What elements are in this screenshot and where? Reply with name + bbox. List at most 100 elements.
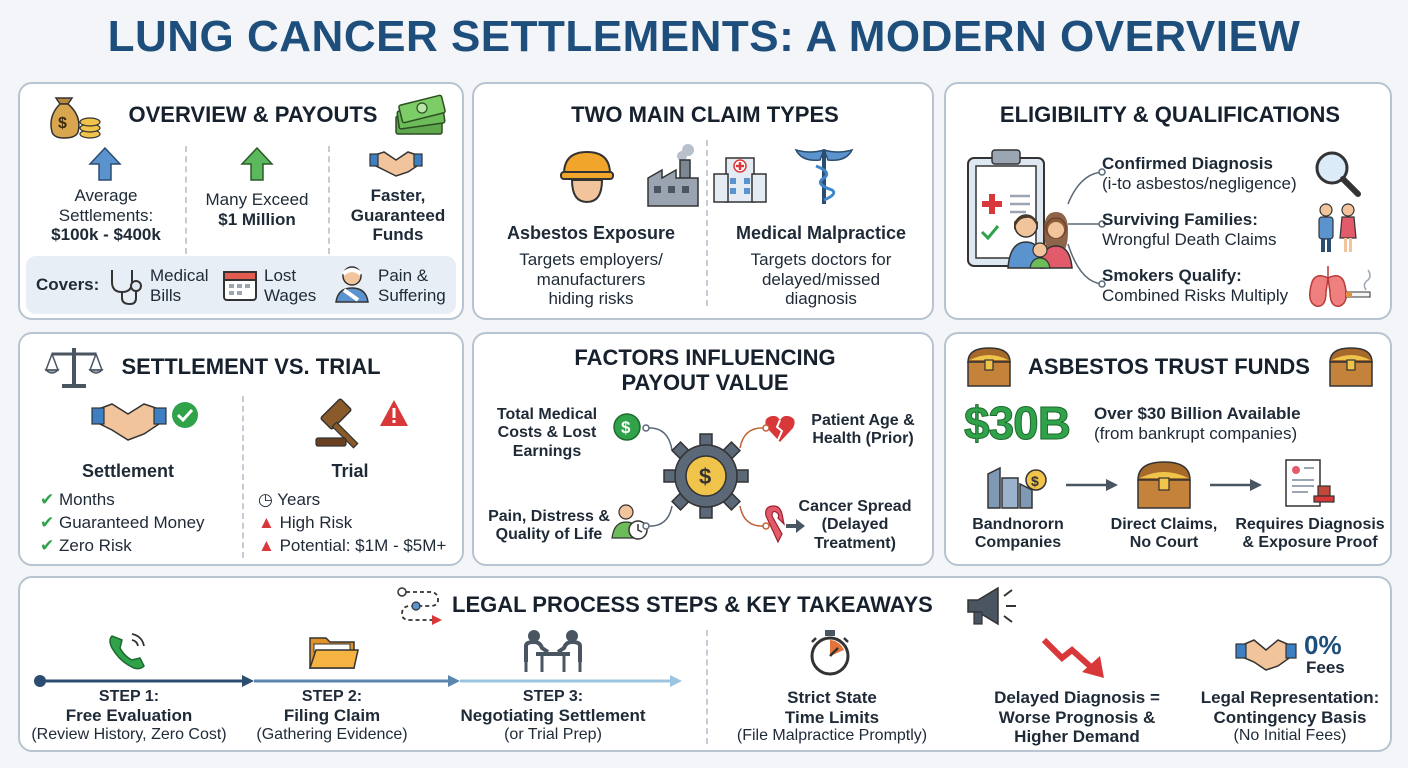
overview-title: OVERVIEW & PAYOUTS <box>128 102 378 127</box>
treasure-chest-icon <box>1134 458 1194 515</box>
svg-text:$: $ <box>1031 473 1039 489</box>
svg-text:$: $ <box>58 115 67 132</box>
settlement-heading: Settlement <box>81 461 175 481</box>
fees-percent: 0% <box>1304 630 1342 660</box>
calendar-icon <box>222 266 258 307</box>
lungs-cigarette-icon <box>1306 262 1372 315</box>
trust-title: ASBESTOS TRUST FUNDS <box>1028 354 1310 379</box>
process-panel: LEGAL PROCESS STEPS & KEY TAKEAWAYS <box>18 576 1392 752</box>
warning-icon <box>378 398 410 433</box>
broken-heart-icon <box>764 414 796 449</box>
workflow-icon <box>396 584 444 633</box>
megaphone-icon <box>964 584 1020 633</box>
factors-panel: FACTORS INFLUENCING PAYOUT VALUE Total M… <box>472 332 934 566</box>
claims-panel: TWO MAIN CLAIM TYPES <box>472 82 934 320</box>
clock-icon: ◷ <box>258 490 273 509</box>
check-circle-icon <box>170 400 200 435</box>
takeaway-delayed-diagnosis: Delayed Diagnosis = Worse Prognosis & Hi… <box>994 688 1160 747</box>
takeaway-legal-representation: Legal Representation: Contingency Basis … <box>1200 688 1380 745</box>
claims-title: TWO MAIN CLAIM TYPES <box>571 102 839 127</box>
hard-hat-worker-icon <box>560 148 614 211</box>
process-title: LEGAL PROCESS STEPS & KEY TAKEAWAYS <box>452 592 933 617</box>
gavel-icon <box>314 394 374 457</box>
eligibility-item-smokers: Smokers Qualify: Combined Risks Multiply <box>1102 266 1289 306</box>
takeaway-time-limits: Strict State Time Limits (File Malpracti… <box>736 688 928 745</box>
eligibility-item-diagnosis: Confirmed Diagnosis (i-to asbestos/negli… <box>1102 154 1297 194</box>
negotiation-icon <box>520 628 586 679</box>
stopwatch-icon <box>808 628 852 683</box>
down-trend-arrow-icon <box>1041 634 1106 685</box>
covers-label: Covers: <box>36 275 100 294</box>
handshake-icon <box>91 396 167 449</box>
gear-dollar-icon: $ <box>663 433 749 519</box>
up-arrow-green-icon <box>240 146 274 187</box>
clipboard-family-icon <box>964 146 1084 291</box>
right-arrow-icon <box>1066 478 1118 497</box>
trial-list: ◷ Years ▲ High Risk ▲ Potential: $1M - $… <box>258 490 447 555</box>
right-arrow-icon <box>1210 478 1262 497</box>
eligibility-panel: ELIGIBILITY & QUALIFICATIONS Confirm <box>944 82 1392 320</box>
injured-person-icon <box>332 264 372 309</box>
warning-icon: ▲ <box>258 536 275 555</box>
caduceus-icon <box>792 146 856 211</box>
settlement-title: SETTLEMENT VS. TRIAL <box>121 354 381 379</box>
trust-step-direct-claims: Direct Claims,No Court <box>1110 516 1218 552</box>
trust-description: Over $30 Billion Available (from bankrup… <box>1094 404 1301 444</box>
process-step-3: STEP 3: Negotiating Settlement (or Trial… <box>460 688 646 743</box>
trust-step-requires-proof: Requires Diagnosis& Exposure Proof <box>1235 516 1385 552</box>
eligibility-title: ELIGIBILITY & QUALIFICATIONS <box>999 102 1341 127</box>
avg-settlements-text: Average Settlements: $100k - $400k <box>51 186 161 245</box>
process-step-1: STEP 1: Free Evaluation (Review History,… <box>31 688 227 743</box>
phone-icon <box>106 630 150 677</box>
svg-text:$: $ <box>699 464 711 489</box>
family-icon <box>1314 202 1360 259</box>
factor-patient-age: Patient Age &Health (Prior) <box>811 412 915 448</box>
up-arrow-icon <box>88 146 122 187</box>
faster-funds-text: Faster, Guaranteed Funds <box>350 186 446 245</box>
eligibility-item-families: Surviving Families: Wrongful Death Claim… <box>1102 210 1277 250</box>
handshake-icon <box>369 146 423 185</box>
fees-label: Fees <box>1306 658 1345 677</box>
treasure-chest-icon <box>1326 344 1376 393</box>
process-track <box>34 674 694 693</box>
gear-diagram: $ <box>642 424 770 530</box>
cash-stack-icon <box>392 94 448 143</box>
magnifier-icon <box>1312 148 1362 203</box>
trial-heading: Trial <box>331 461 369 481</box>
overview-panel: $ OVERVIEW & PAYOUTS Average Settlements… <box>18 82 464 320</box>
many-exceed-text: Many Exceed $1 Million <box>205 190 309 229</box>
treasure-chest-icon <box>964 344 1014 393</box>
settlement-list: ✔ Months ✔ Guaranteed Money ✔ Zero Risk <box>40 490 205 555</box>
settlement-panel: SETTLEMENT VS. TRIAL Settlement ✔ Months… <box>18 332 464 566</box>
factors-title: FACTORS INFLUENCING PAYOUT VALUE <box>574 345 836 395</box>
factory-icon <box>646 142 700 213</box>
medical-malpractice-heading: Medical Malpractice <box>735 223 907 243</box>
asbestos-exposure-heading: Asbestos Exposure <box>506 223 676 243</box>
trust-amount: $30B <box>964 397 1072 450</box>
money-bag-icon: $ <box>46 94 104 145</box>
scales-icon <box>44 344 104 395</box>
warning-icon: ▲ <box>258 513 275 532</box>
process-step-2: STEP 2: Filing Claim (Gathering Evidence… <box>256 688 408 743</box>
dollar-coin-icon: $ <box>612 412 642 447</box>
covers-pain-suffering: Pain &Suffering <box>378 266 446 305</box>
ribbon-arrow-icon <box>760 504 806 549</box>
stethoscope-icon <box>106 266 144 311</box>
svg-text:$: $ <box>621 418 631 437</box>
handshake-icon <box>1235 634 1297 679</box>
page-title: LUNG CANCER SETTLEMENTS: A MODERN OVERVI… <box>107 12 1301 61</box>
trust-panel: ASBESTOS TRUST FUNDS $30B Over $30 Billi… <box>944 332 1392 566</box>
connector-lines <box>1067 168 1106 288</box>
document-stamp-icon <box>1282 456 1338 515</box>
factor-pain-distress: Pain, Distress &Quality of Life <box>488 508 610 544</box>
folder-icon <box>308 632 359 677</box>
hospital-icon <box>712 148 768 209</box>
building-coin-icon: $ <box>986 464 1052 515</box>
